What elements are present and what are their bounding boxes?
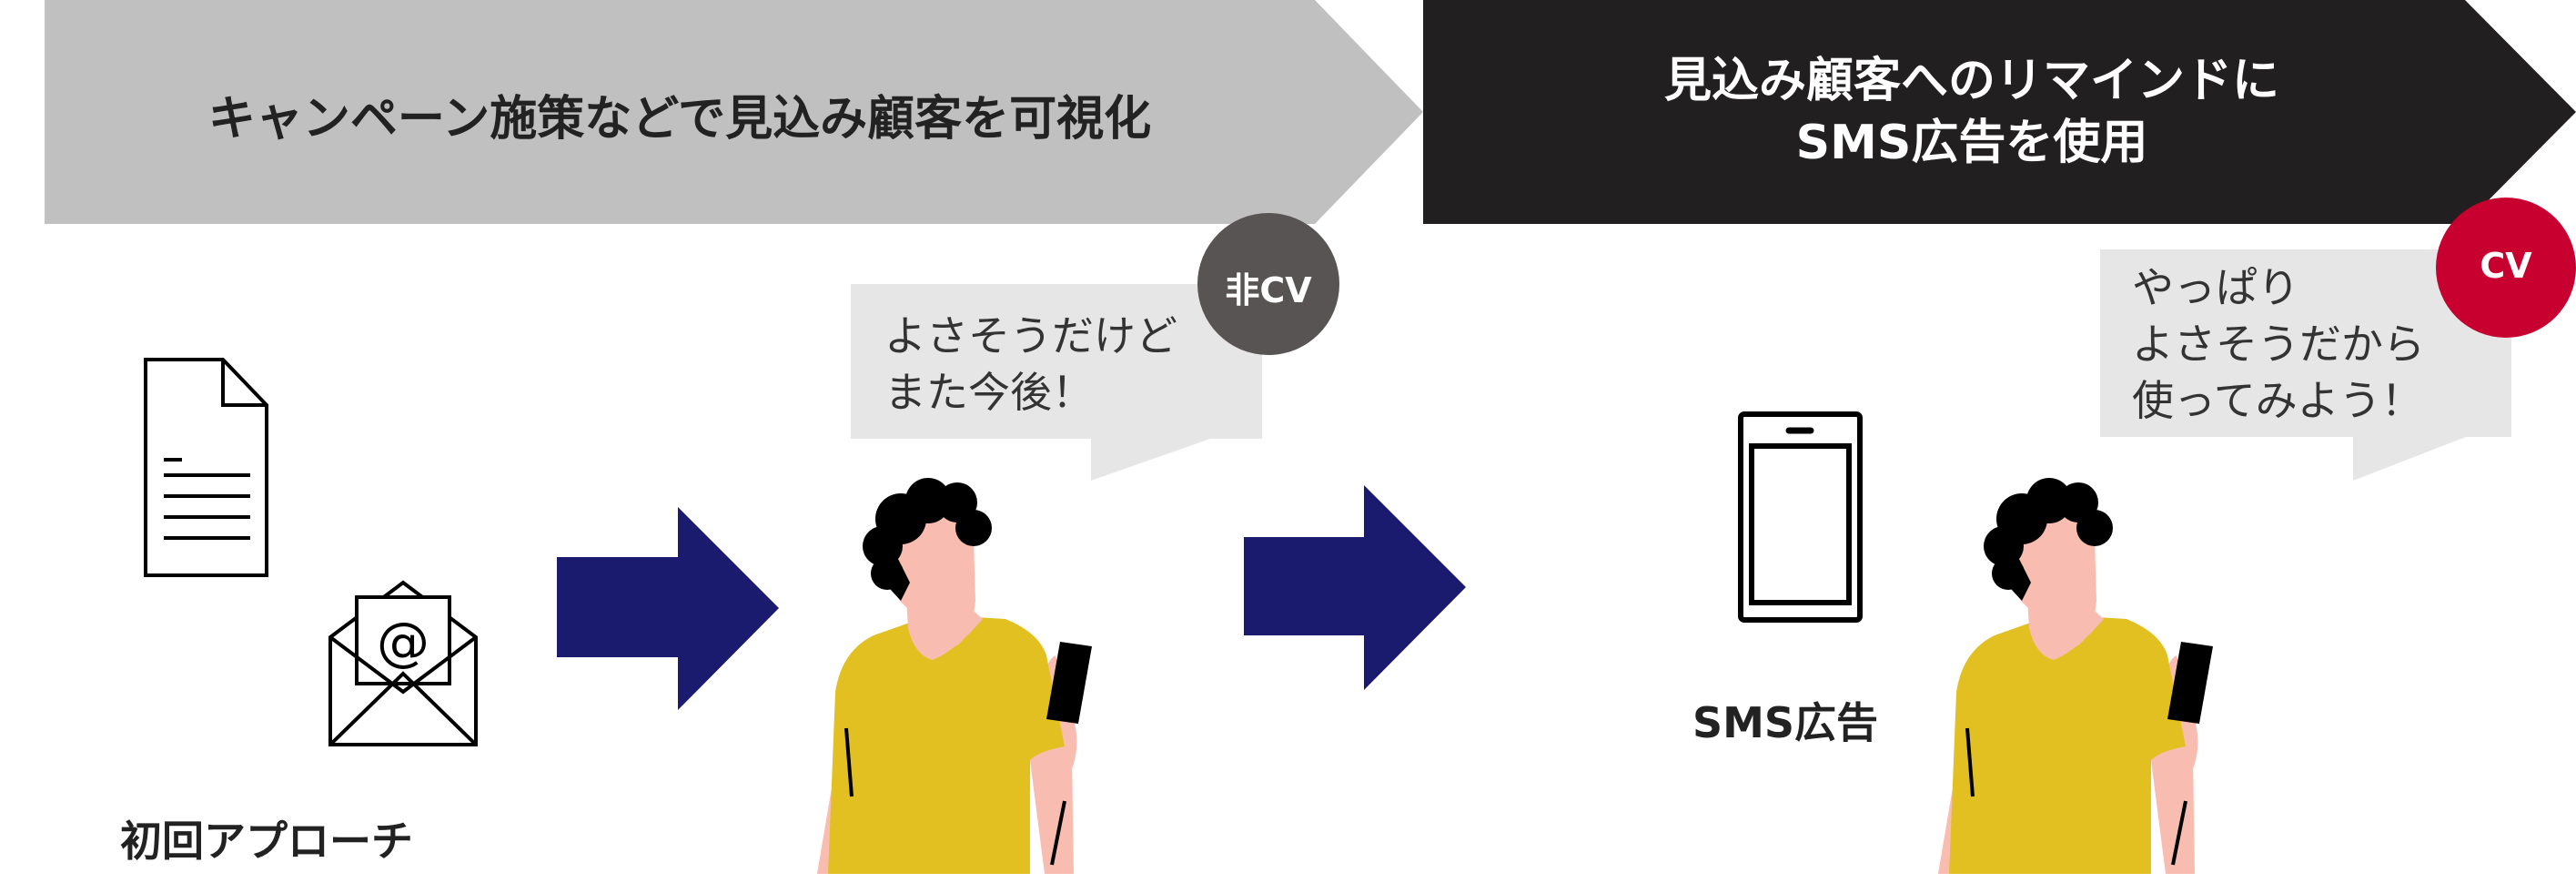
svg-text:@: @ <box>377 611 429 673</box>
non-cv-label: 非CV <box>1225 270 1312 310</box>
speech-text-1: よさそうだけど また今後！ <box>884 308 1177 421</box>
email-icon: @ <box>328 580 478 746</box>
smartphone-icon <box>1738 411 1863 623</box>
document-icon <box>144 358 268 577</box>
cv-label: CV <box>2480 246 2532 286</box>
speech-line: また今後！ <box>884 368 1094 417</box>
cv-badge <box>2436 198 2576 338</box>
arrow-right-icon <box>1244 485 1466 690</box>
arrow-right-icon <box>557 507 779 710</box>
step2-banner <box>1423 0 2576 224</box>
first-approach-label: 初回アプローチ <box>120 817 413 866</box>
step2-title-line2: SMS広告を使用 <box>1795 116 2148 170</box>
speech-text-2: やっぱり よさそうだから 使ってみよう！ <box>2132 259 2425 429</box>
customer-illustration-2 <box>1936 476 2215 876</box>
step2-title-line1: 見込み顧客へのリマインドに <box>1663 54 2279 108</box>
speech-line: やっぱり <box>2132 263 2299 312</box>
speech-line: よさそうだけど <box>884 311 1177 360</box>
speech-line: 使ってみよう！ <box>2132 376 2423 425</box>
speech-line: よさそうだから <box>2132 320 2425 369</box>
customer-illustration-1 <box>815 476 1094 876</box>
step1-title: キャンペーン施策などで見込み顧客を可視化 <box>207 92 1152 147</box>
sms-ad-label: SMS広告 <box>1692 698 1879 747</box>
step1-banner <box>45 0 1423 224</box>
non-cv-badge <box>1197 213 1339 355</box>
speech-bubble-1 <box>851 284 1262 481</box>
step2-title: 見込み顧客へのリマインドに SMS広告を使用 <box>1423 50 2520 174</box>
